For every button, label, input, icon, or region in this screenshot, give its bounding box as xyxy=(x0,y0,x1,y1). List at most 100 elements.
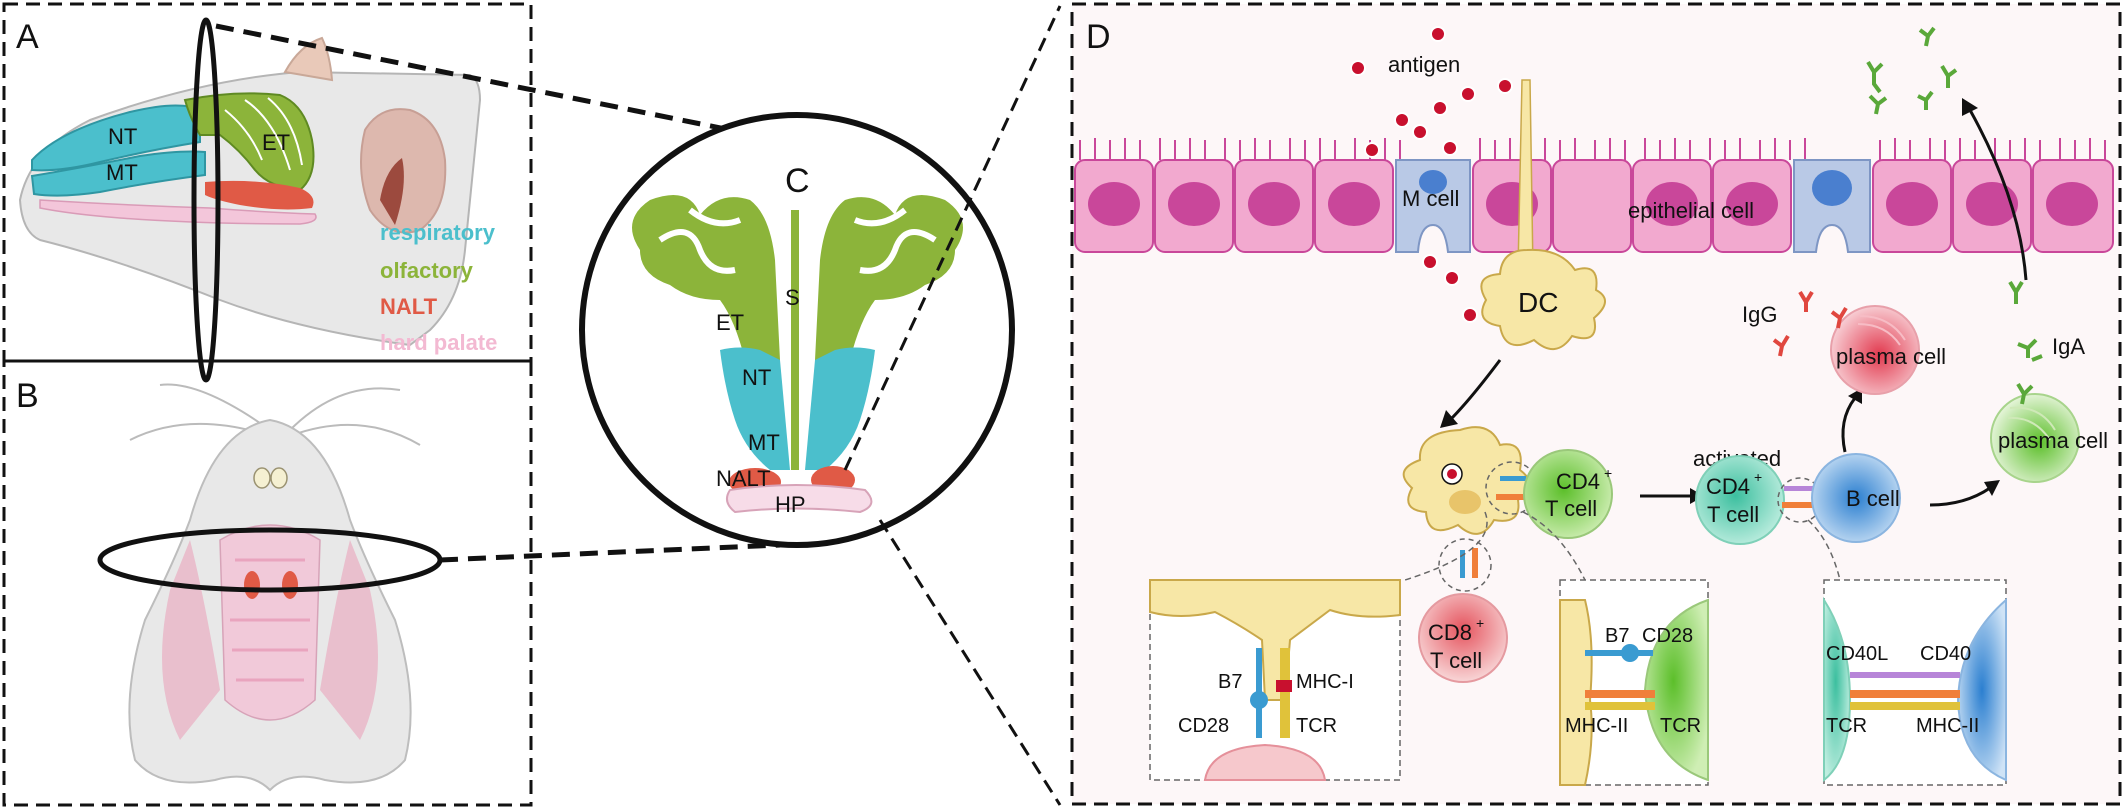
b-cell xyxy=(1811,453,1901,543)
connector-a-c xyxy=(215,23,781,143)
c-mt-label: MT xyxy=(748,430,780,455)
epithelial-layer xyxy=(1074,138,2114,253)
synapse-cd8 xyxy=(1438,538,1492,592)
arrow-iga-to-lumen-head xyxy=(1962,98,1978,116)
iga-antibodies xyxy=(1866,26,2043,405)
nose-right xyxy=(270,467,288,489)
igg-antibodies xyxy=(1772,290,1848,357)
legend-respiratory: respiratory xyxy=(380,220,496,245)
c-hard-palate xyxy=(725,484,873,514)
panel-a: A NT MT ET respiratory olfactory NALT ha… xyxy=(2,2,533,383)
panel-c-label: C xyxy=(785,162,810,200)
eye-inner xyxy=(380,158,404,225)
c-s-label: S xyxy=(785,285,800,310)
nalt-region xyxy=(205,180,314,210)
receptor-mini-2 xyxy=(1782,486,1816,508)
activated-cd4-name: CD4 xyxy=(1706,474,1750,499)
mt-label: MT xyxy=(106,160,138,185)
panel-a-label: A xyxy=(16,18,39,56)
legend-hard-palate: hard palate xyxy=(380,330,497,355)
cd8-name: CD8 xyxy=(1428,620,1472,645)
m-cell-1 xyxy=(1395,159,1471,253)
arrow-b-to-plasma2-head xyxy=(1984,480,2000,496)
panel-d: D xyxy=(1070,2,2122,806)
inset1-cd28: CD28 xyxy=(1178,715,1229,737)
apc-cell xyxy=(1402,426,1531,535)
whiskers xyxy=(129,383,421,446)
mt-region xyxy=(30,150,206,197)
c-nt-label: NT xyxy=(742,365,771,390)
c-nalt-label: NALT xyxy=(716,466,771,491)
nalt-right xyxy=(282,571,298,599)
inset2-cd28: CD28 xyxy=(1642,625,1693,647)
plasma-cell-igg xyxy=(1830,305,1920,395)
inset1-b7: B7 xyxy=(1218,671,1242,693)
legend-nalt: NALT xyxy=(380,294,438,319)
nt-label: NT xyxy=(108,124,137,149)
arrow-b-to-plasma1 xyxy=(1841,397,1857,453)
inset3-cd40l: CD40L xyxy=(1826,643,1888,665)
activated-cd4-t-cell xyxy=(1695,455,1785,545)
inset-connectors xyxy=(1404,511,1841,581)
arrow-dc-to-apc xyxy=(1448,359,1502,422)
panel-b: B xyxy=(2,359,533,807)
activated-cd4-sup: + xyxy=(1754,469,1762,485)
plasma-cell-2-label: plasma cell xyxy=(1998,428,2108,453)
et-folds xyxy=(224,97,303,171)
cd8-t-cell xyxy=(1418,593,1508,683)
connector-c-d-top xyxy=(843,5,1062,471)
connector-b-c xyxy=(439,542,781,563)
inset1-tcr: TCR xyxy=(1296,715,1337,737)
plasma-cell-iga xyxy=(1990,393,2080,483)
c-hp-label: HP xyxy=(775,492,806,517)
igg-label: IgG xyxy=(1742,302,1777,327)
panel-b-label: B xyxy=(16,377,39,415)
section-ring-a xyxy=(191,17,221,383)
m-cell-label: M cell xyxy=(1402,186,1459,211)
inset3-mhc2: MHC-II xyxy=(1916,715,1979,737)
cd4-t-cell xyxy=(1523,449,1613,539)
ear-shape xyxy=(283,36,334,82)
receptor-mini-1 xyxy=(1460,476,1530,578)
inset2-mhc2: MHC-II xyxy=(1565,715,1628,737)
cd8-line2: T cell xyxy=(1430,648,1482,673)
inset2-b7: B7 xyxy=(1605,625,1629,647)
legend-olfactory: olfactory xyxy=(380,258,474,283)
b-cell-label: B cell xyxy=(1846,486,1900,511)
iga-label: IgA xyxy=(2052,334,2085,359)
plasma-cell-1-label: plasma cell xyxy=(1836,344,1946,369)
plasma2-er xyxy=(2007,406,2056,441)
cd4-name: CD4 xyxy=(1556,469,1600,494)
inset-cd4-synapse xyxy=(1559,579,1709,786)
cheek-muscle-right xyxy=(320,540,378,740)
cd8-sup: + xyxy=(1476,615,1484,631)
nt-region xyxy=(31,104,201,172)
antigen-label: antigen xyxy=(1388,52,1460,77)
cd4-sup: + xyxy=(1604,465,1612,481)
plasma1-er xyxy=(1857,315,1906,346)
dendritic-cell xyxy=(1480,79,1606,350)
palate-ridges xyxy=(219,524,321,721)
et-label: ET xyxy=(262,130,290,155)
inset3-tcr: TCR xyxy=(1826,715,1867,737)
panel-d-label: D xyxy=(1086,18,1111,56)
connector-c-d-bottom xyxy=(878,519,1062,806)
panel-c: C S ET NT MT NALT HP xyxy=(579,112,1015,548)
cd4-line2: T cell xyxy=(1545,496,1597,521)
inset-cd8-synapse xyxy=(1149,579,1401,781)
microvilli xyxy=(1079,138,2106,160)
inset-b-synapse xyxy=(1823,579,2007,786)
cheek-muscle-left xyxy=(162,540,220,740)
c-et-label: ET xyxy=(716,310,744,335)
inset1-mhc1: MHC-I xyxy=(1296,671,1354,693)
epithelial-cell-label: epithelial cell xyxy=(1628,198,1754,223)
c-respiratory-right xyxy=(805,347,875,470)
hard-palate-region xyxy=(39,199,317,225)
inset2-tcr: TCR xyxy=(1660,715,1701,737)
arrow-iga-to-lumen xyxy=(1968,109,2028,281)
c-olfactory-folds xyxy=(658,207,937,274)
arrow-b-to-plasma2 xyxy=(1929,486,1991,507)
antigen-particles xyxy=(1350,26,1513,323)
arrow-dc-to-apc-head xyxy=(1440,410,1458,428)
